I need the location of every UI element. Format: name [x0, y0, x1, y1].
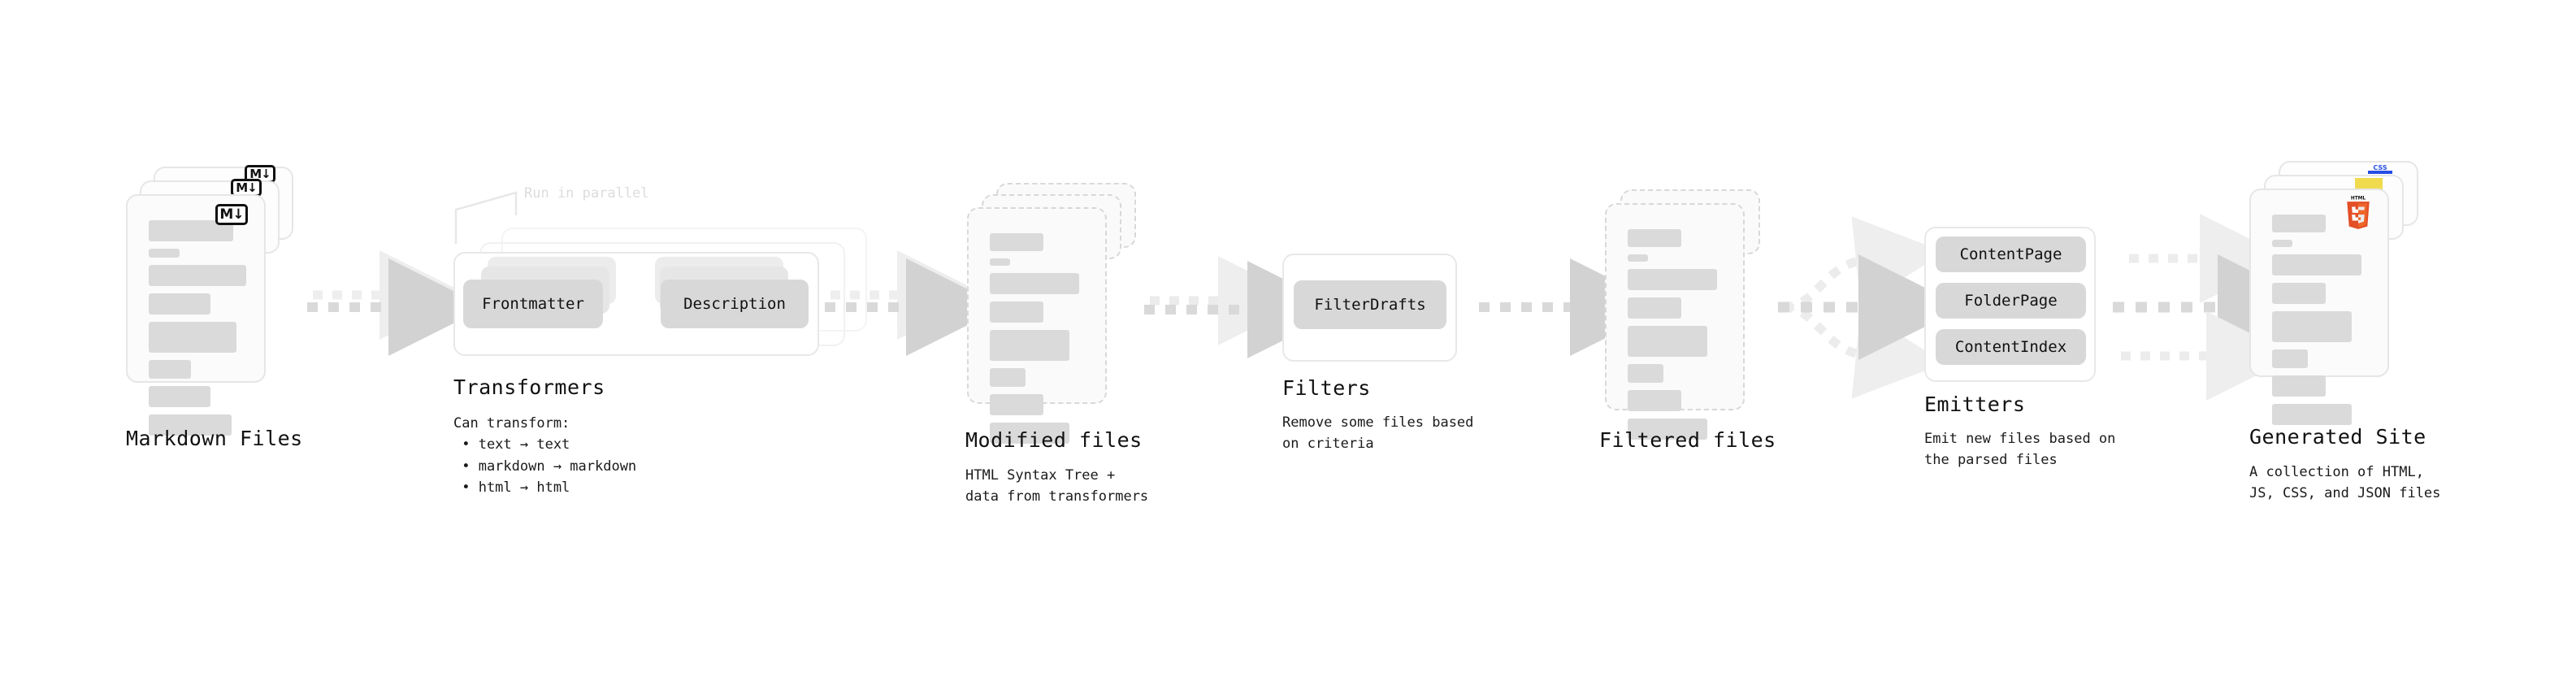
- emitters-subtitle: Emit new files based on the parsed files: [1924, 431, 2116, 469]
- chip-contentindex[interactable]: ContentIndex: [1936, 329, 2086, 365]
- content-bar: [149, 414, 232, 436]
- content-bar: [2272, 375, 2326, 397]
- content-bar: [149, 293, 210, 314]
- content-bar: [1628, 419, 1707, 440]
- content-bar: [1628, 297, 1681, 319]
- content-bar: [990, 233, 1043, 251]
- filtered-card-bars: [1628, 229, 1722, 447]
- content-bar: [990, 330, 1069, 361]
- filters-title: Filters: [1282, 376, 1371, 400]
- markdown-card-bars: [149, 220, 246, 443]
- content-bar: [990, 301, 1043, 323]
- css-badge: CSS: [2368, 164, 2392, 174]
- content-bar: [2272, 311, 2352, 342]
- markdown-card-front: [126, 194, 266, 436]
- content-bar: [1628, 269, 1717, 290]
- content-bar: [149, 386, 210, 407]
- content-bar: [149, 249, 180, 258]
- chip-filterdrafts[interactable]: FilterDrafts: [1294, 280, 1446, 329]
- arrow-markdown-to-transformers: [307, 250, 486, 356]
- run-in-parallel-label: Run in parallel: [524, 185, 649, 202]
- markdown-badge: M↓: [215, 204, 248, 225]
- content-bar: [2272, 349, 2308, 368]
- arrow-emitters-to-site: [2113, 214, 2323, 401]
- content-bar: [990, 273, 1079, 294]
- arrow-modified-to-filters: [1144, 256, 1345, 358]
- content-bar: [1628, 254, 1648, 262]
- content-bar: [990, 368, 1026, 387]
- content-bar: [2272, 254, 2361, 275]
- transformers-title: Transformers: [453, 375, 605, 399]
- content-bar: [149, 322, 236, 353]
- modified-card-front: [967, 207, 1107, 444]
- content-bar: [990, 258, 1010, 266]
- chip-folderpage[interactable]: FolderPage: [1936, 283, 2086, 319]
- generated-site-subtitle: A collection of HTML, JS, CSS, and JSON …: [2249, 464, 2441, 502]
- site-card-bars: [2272, 215, 2366, 432]
- modified-files-title: Modified files: [965, 428, 1143, 452]
- content-bar: [1628, 390, 1681, 411]
- filters-subtitle: Remove some files based on criteria: [1282, 414, 1474, 453]
- filtered-files-title: Filtered files: [1599, 428, 1776, 452]
- chip-frontmatter[interactable]: Frontmatter: [463, 280, 603, 328]
- content-bar: [1628, 229, 1681, 247]
- svg-text:HTML: HTML: [2351, 196, 2366, 201]
- filtered-card-front: [1605, 203, 1745, 440]
- emitters-title: Emitters: [1924, 393, 2026, 416]
- content-bar: [149, 360, 191, 379]
- content-bar: [2272, 215, 2326, 232]
- markdown-badge-back-1: M↓: [231, 179, 262, 197]
- markdown-files-title: Markdown Files: [126, 427, 303, 450]
- content-bar: [990, 423, 1069, 444]
- content-bar: [2272, 240, 2292, 247]
- chip-contentpage[interactable]: ContentPage: [1936, 236, 2086, 272]
- modified-files-subtitle: HTML Syntax Tree + data from transformer…: [965, 467, 1149, 505]
- content-bar: [1628, 364, 1663, 383]
- transformers-subtitle: Can transform: • text → text • markdown …: [453, 415, 637, 497]
- arrow-filtered-to-emitters-fan: [1778, 216, 1964, 399]
- content-bar: [990, 394, 1043, 415]
- content-bar: [149, 265, 246, 286]
- modified-card-bars: [990, 233, 1084, 451]
- chip-description[interactable]: Description: [661, 280, 809, 328]
- content-bar: [2272, 404, 2352, 425]
- content-bar: [1628, 326, 1707, 357]
- html5-icon: HTML: [2347, 196, 2370, 229]
- content-bar: [2272, 283, 2326, 304]
- generated-site-title: Generated Site: [2249, 425, 2426, 449]
